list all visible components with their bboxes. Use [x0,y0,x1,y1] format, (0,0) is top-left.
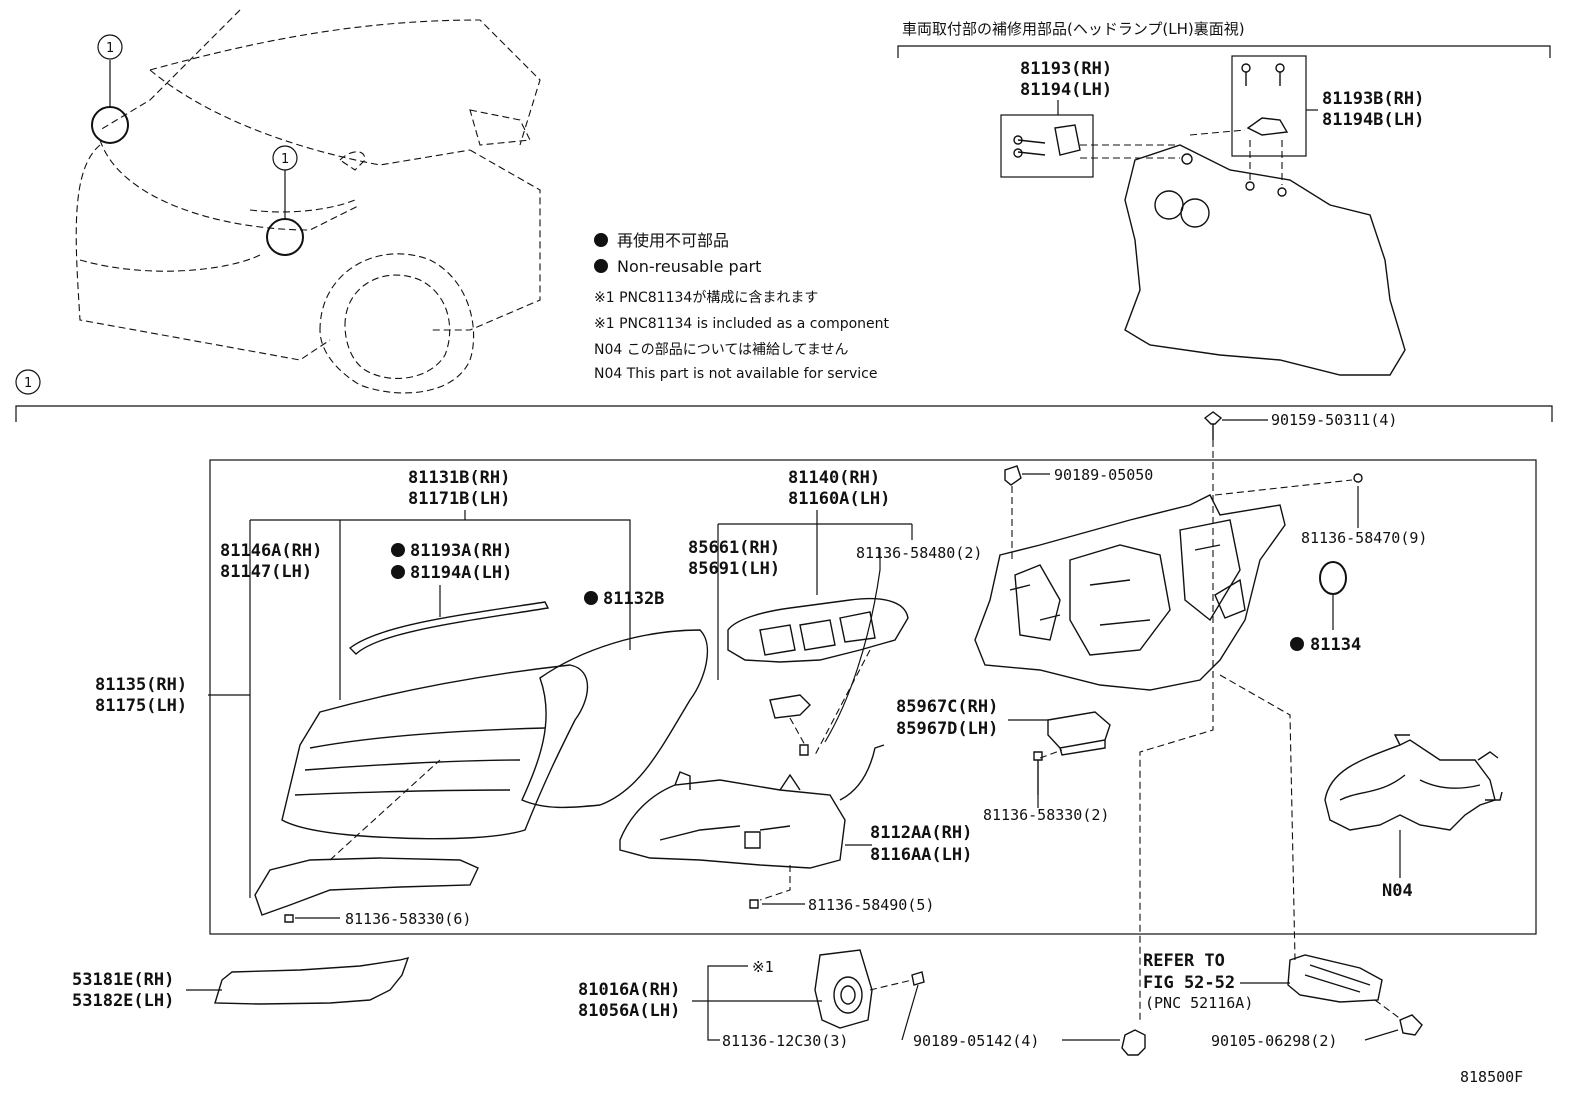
leveling-actuator-81016a: ※1 81016A(RH) 81056A(LH) 81136-12C30(3) [578,949,925,1050]
bracket-box-81193b [1231,55,1307,157]
part-number-81171b-lh: 81171B(LH) [408,489,510,509]
part-number-85967c-rh: 85967C(RH) [896,697,998,717]
callout-circle-1-main [15,369,41,395]
part-number-85967d-lh: 85967D(LH) [896,719,998,739]
callout-1-label: 1 [281,152,289,167]
wire-harness-n04-label: N04 [1382,881,1413,901]
part-number-8116aa-lh: 8116AA(LH) [870,845,972,865]
non-reusable-dot-icon [594,259,608,273]
part-number-81135-rh: 81135(RH) [95,675,187,695]
part-number-81146a-rh: 81146A(RH) [220,541,322,561]
seal-strip-81193a [348,601,550,655]
non-reusable-dot-icon [391,543,405,557]
part-number-8112aa-rh: 8112AA(RH) [870,823,972,843]
lens-81131b [281,664,589,840]
bracket-box-81193 [1000,114,1094,178]
part-number-81194-lh: 81194(LH) [1020,80,1112,100]
part-number-85691-lh: 85691(LH) [688,559,780,579]
part-number-90159-50311: 90159-50311(4) [1271,411,1397,429]
part-number-81131b-rh: 81131B(RH) [408,468,510,488]
clip-90189-05142: 90189-05142(4) [913,1029,1146,1056]
legend-note1-ja: ※1 PNC81134が構成に含まれます [594,290,818,306]
callout-circle-1-mid [272,145,298,171]
callout-1-label: 1 [106,41,114,56]
part-number-81193-rh: 81193(RH) [1020,59,1112,79]
part-number-53181e-rh: 53181E(RH) [72,970,174,990]
trim-53181e: 53181E(RH) 53182E(LH) [72,957,410,1011]
light-unit-8112aa: 8112AA(RH) 8116AA(LH) 81136-58490(5) [619,744,972,914]
part-number-81147-lh: 81147(LH) [220,562,312,582]
part-number-81136-12c30: 81136-12C30(3) [722,1032,848,1050]
bracket-81193-icon [1054,124,1081,156]
part-number-90189-05050: 90189-05050 [1054,466,1153,484]
callout-1-label: 1 [24,376,32,391]
pnc-reference: (PNC 52116A) [1145,994,1253,1012]
part-number-81132b: 81132B [603,589,664,609]
headlamp-housing-rear-view [1124,144,1406,376]
part-number-53182e-lh: 53182E(LH) [72,991,174,1011]
legend-non-reusable-en: Non-reusable part [617,257,761,276]
legend-n04-en: N04 This part is not available for servi… [594,366,877,382]
non-reusable-dot-icon [1290,637,1304,651]
legend-n04-ja: N04 この部品については補給してません [594,342,849,358]
diagram-id: 818500F [1460,1068,1523,1086]
refer-to-label: REFER TO [1143,951,1225,971]
body-mount-repair-section: 車両取付部の補修用部品(ヘッドランプ(LH)裏面視) 81193(RH) 811… [897,20,1551,376]
part-number-81134: 81134 [1310,635,1361,655]
headlamp-location-marker-left [91,106,129,144]
vehicle-front-illustration: 1 1 [75,9,541,394]
note-marker-1: ※1 [752,958,774,976]
part-number-81160a-lh: 81160A(LH) [788,489,890,509]
part-number-81136-58330-6: 81136-58330(6) [345,910,471,928]
legend-note1-en: ※1 PNC81134 is included as a component [594,316,890,332]
part-number-81136-58490: 81136-58490(5) [808,896,934,914]
headlamp-housing-body [974,494,1286,691]
part-number-85661-rh: 85661(RH) [688,538,780,558]
part-number-81136-58470: 81136-58470(9) [1301,529,1427,547]
part-number-81194b-lh: 81194B(LH) [1322,110,1424,130]
main-section-bracket: 1 [15,369,1553,935]
bracket-81193b-icon [1246,117,1289,136]
part-number-81056a-lh: 81056A(LH) [578,1001,680,1021]
non-reusable-dot-icon [391,565,405,579]
ecu-85967: 85967C(RH) 85967D(LH) 81136-58330(2) [896,697,1111,824]
clip-90189-05050: 90189-05050 [1004,465,1153,560]
part-number-81175-lh: 81175(LH) [95,696,187,716]
headlamp-lens-assembly: 81131B(RH) 81171B(LH) 81146A(RH) 81147(L… [95,468,708,928]
part-number-81016a-rh: 81016A(RH) [578,980,680,1000]
gasket-81132b [521,629,708,809]
part-number-81194a-lh: 81194A(LH) [410,563,512,583]
screw-90159: 90159-50311(4) [1139,411,1397,1020]
part-number-81193a-rh: 81193A(RH) [410,541,512,561]
bracket-81146a [254,857,479,916]
part-number-81136-58480: 81136-58480(2) [856,544,982,562]
headlamp-housing [974,494,1286,691]
bracket-52116a: REFER TO FIG 52-52 (PNC 52116A) 90105-06… [1143,951,1423,1050]
assembly-frame [209,459,1537,935]
body-mount-header: 車両取付部の補修用部品(ヘッドランプ(LH)裏面視) [902,20,1245,38]
part-number-81193b-rh: 81193B(RH) [1322,89,1424,109]
part-number-90189-05142: 90189-05142(4) [913,1032,1039,1050]
connector-85661 [769,694,811,719]
non-reusable-dot-icon [584,591,598,605]
part-number-90105-06298: 90105-06298(2) [1211,1032,1337,1050]
headlamp-module-81140: 81140(RH) 81160A(LH) 85661(RH) 85691(LH)… [688,468,982,756]
callout-circle-1-top-left [97,34,123,60]
non-reusable-dot-icon [594,233,608,247]
legend-non-reusable-ja: 再使用不可部品 [617,231,729,250]
wire-harness-n04: N04 [1219,674,1503,961]
o-ring-81134: 81134 [1290,561,1361,655]
figure-reference: FIG 52-52 [1143,973,1235,993]
part-number-81136-58330-2: 81136-58330(2) [983,806,1109,824]
projector-unit-81140 [727,597,909,663]
headlamp-location-marker-right [266,218,304,256]
part-number-81140-rh: 81140(RH) [788,468,880,488]
legend: 再使用不可部品 Non-reusable part ※1 PNC81134が構成… [594,231,890,382]
